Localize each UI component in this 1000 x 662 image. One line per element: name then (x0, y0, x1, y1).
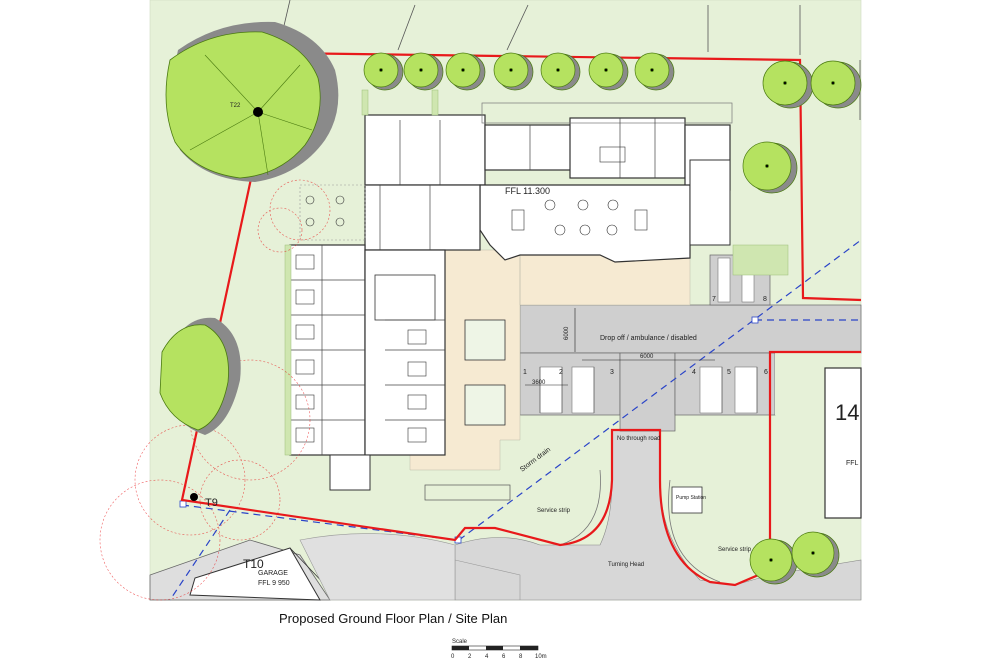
neighbour-building-14 (824, 367, 862, 519)
label-neighbour-number: 14 (835, 400, 859, 425)
scale-tick-2: 2 (468, 654, 472, 660)
building-footprint (289, 102, 733, 501)
label-service-strip-left: Service strip (537, 508, 571, 514)
interior-walls (290, 118, 656, 455)
car-park (519, 254, 862, 432)
neighbour-fences (282, 0, 861, 120)
bay-number-7: 7 (712, 296, 716, 303)
label-dim-6000-vertical: 6000 (564, 326, 570, 340)
scale-tick-0: 0 (451, 654, 455, 660)
label-ffl-main: FFL 11.300 (505, 186, 550, 196)
label-drop-off: Drop off / ambulance / disabled (600, 335, 697, 342)
parking-bay-lines (539, 367, 758, 413)
bay-number-8: 8 (763, 296, 767, 303)
scale-tick-8: 8 (519, 654, 523, 660)
dimension-lines (525, 308, 715, 386)
scale-caption: Scale (452, 639, 468, 645)
label-neighbour-ffl: FFL (846, 460, 859, 467)
label-tree-t9: T9 (205, 497, 218, 509)
label-garage: GARAGE (258, 570, 288, 577)
scale-tick-4: 4 (485, 654, 489, 660)
bay-number-3: 3 (610, 369, 614, 376)
label-service-strip-right: Service strip (718, 547, 752, 553)
label-garage-ffl: FFL 9 950 (258, 580, 290, 587)
bay-number-4: 4 (692, 369, 696, 376)
parking-bay-numbers: 1 2 3 4 5 6 7 8 (523, 296, 768, 376)
label-no-through-road: No through road (617, 436, 660, 442)
parking-bay-markings (539, 257, 758, 414)
label-turning-head: Turning Head (608, 562, 644, 568)
scale-bar: Scale 0 2 4 6 8 10m (451, 639, 547, 660)
hedges (284, 89, 789, 456)
tree-t9-marker (190, 493, 198, 501)
label-dim-3600: 3600 (532, 380, 546, 386)
tree-row-south (749, 531, 840, 585)
trees (159, 21, 862, 585)
bay-number-1: 1 (523, 369, 527, 376)
label-dim-6000-horizontal: 6000 (640, 354, 654, 360)
label-tree-t22: T22 (230, 103, 241, 109)
service-strips (559, 469, 721, 583)
tree-row-east (742, 60, 862, 194)
neighbour-building-left (149, 539, 331, 601)
pump-station (671, 486, 703, 514)
site-boundary (180, 51, 862, 587)
bay-number-2: 2 (559, 369, 563, 376)
drawing-title: Proposed Ground Floor Plan / Site Plan (279, 611, 508, 626)
bedroom-furniture (295, 254, 427, 443)
tree-row-north (363, 52, 675, 91)
dining-tables (305, 146, 648, 236)
scale-tick-10m: 10m (535, 654, 547, 660)
bay-number-6: 6 (764, 369, 768, 376)
tree-west (159, 317, 241, 435)
tree-t22 (165, 21, 339, 182)
label-pump-station: Pump Station (676, 495, 706, 501)
label-tree-t10: T10 (243, 557, 264, 571)
scale-tick-6: 6 (502, 654, 506, 660)
bay-number-5: 5 (727, 369, 731, 376)
